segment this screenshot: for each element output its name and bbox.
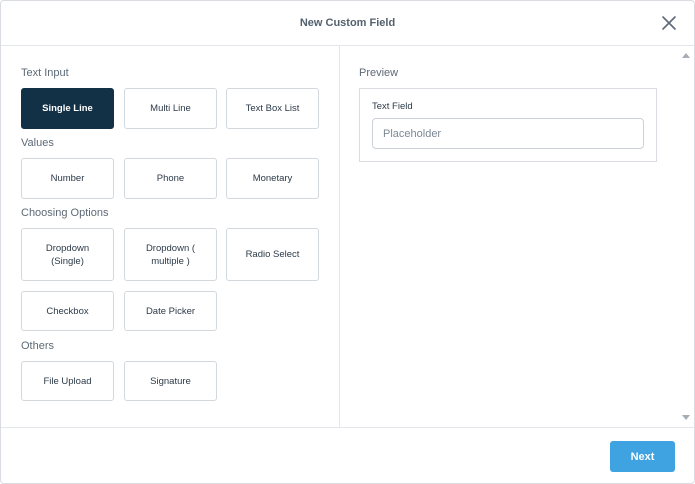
option-phone[interactable]: Phone bbox=[124, 158, 217, 199]
option-label: Radio Select bbox=[245, 249, 300, 260]
option-dropdown-single[interactable]: Dropdown (Single) bbox=[21, 228, 114, 281]
option-multi-line[interactable]: Multi Line bbox=[124, 88, 217, 129]
option-number[interactable]: Number bbox=[21, 158, 114, 199]
scrollbar[interactable] bbox=[678, 46, 694, 427]
scroll-down-arrow-icon[interactable] bbox=[682, 415, 690, 420]
scroll-up-arrow-icon[interactable] bbox=[682, 53, 690, 58]
next-button[interactable]: Next bbox=[610, 441, 675, 472]
dialog-body: Text Input Single Line Multi Line Text B… bbox=[1, 46, 694, 427]
close-icon[interactable] bbox=[661, 15, 677, 31]
section-label-others: Others bbox=[21, 340, 55, 352]
option-radio-select[interactable]: Radio Select bbox=[226, 228, 319, 281]
section-label-choosing-options: Choosing Options bbox=[21, 207, 109, 219]
option-label: Number bbox=[50, 173, 85, 184]
option-label: Text Box List bbox=[245, 103, 300, 114]
option-file-upload[interactable]: File Upload bbox=[21, 361, 114, 401]
option-label: Dropdown ( multiple ) bbox=[145, 242, 196, 267]
dialog-title: New Custom Field bbox=[299, 17, 396, 29]
preview-panel: Preview Text Field bbox=[340, 46, 678, 427]
section-label-text-input: Text Input bbox=[21, 67, 69, 79]
option-label: Date Picker bbox=[145, 305, 196, 317]
option-label: Dropdown (Single) bbox=[45, 242, 90, 267]
dialog-header: New Custom Field bbox=[1, 1, 694, 46]
option-label: Single Line bbox=[42, 103, 93, 114]
text-field-label: Text Field bbox=[372, 101, 413, 112]
dialog-footer: Next bbox=[1, 427, 694, 483]
option-dropdown-multiple[interactable]: Dropdown ( multiple ) bbox=[124, 228, 217, 281]
option-checkbox[interactable]: Checkbox bbox=[21, 291, 114, 331]
preview-box: Text Field bbox=[359, 88, 657, 162]
option-date-picker[interactable]: Date Picker bbox=[124, 291, 217, 331]
option-label: Multi Line bbox=[150, 103, 191, 114]
text-field-input[interactable] bbox=[372, 118, 644, 149]
section-label-values: Values bbox=[21, 137, 54, 149]
option-signature[interactable]: Signature bbox=[124, 361, 217, 401]
option-single-line[interactable]: Single Line bbox=[21, 88, 114, 129]
option-label: Signature bbox=[150, 375, 191, 387]
field-type-panel: Text Input Single Line Multi Line Text B… bbox=[1, 46, 340, 427]
preview-label: Preview bbox=[359, 67, 399, 79]
option-label: Checkbox bbox=[46, 305, 89, 317]
option-label: File Upload bbox=[43, 375, 92, 387]
option-label: Phone bbox=[156, 173, 185, 184]
option-text-box-list[interactable]: Text Box List bbox=[226, 88, 319, 129]
option-label: Monetary bbox=[252, 173, 293, 184]
option-monetary[interactable]: Monetary bbox=[226, 158, 319, 199]
